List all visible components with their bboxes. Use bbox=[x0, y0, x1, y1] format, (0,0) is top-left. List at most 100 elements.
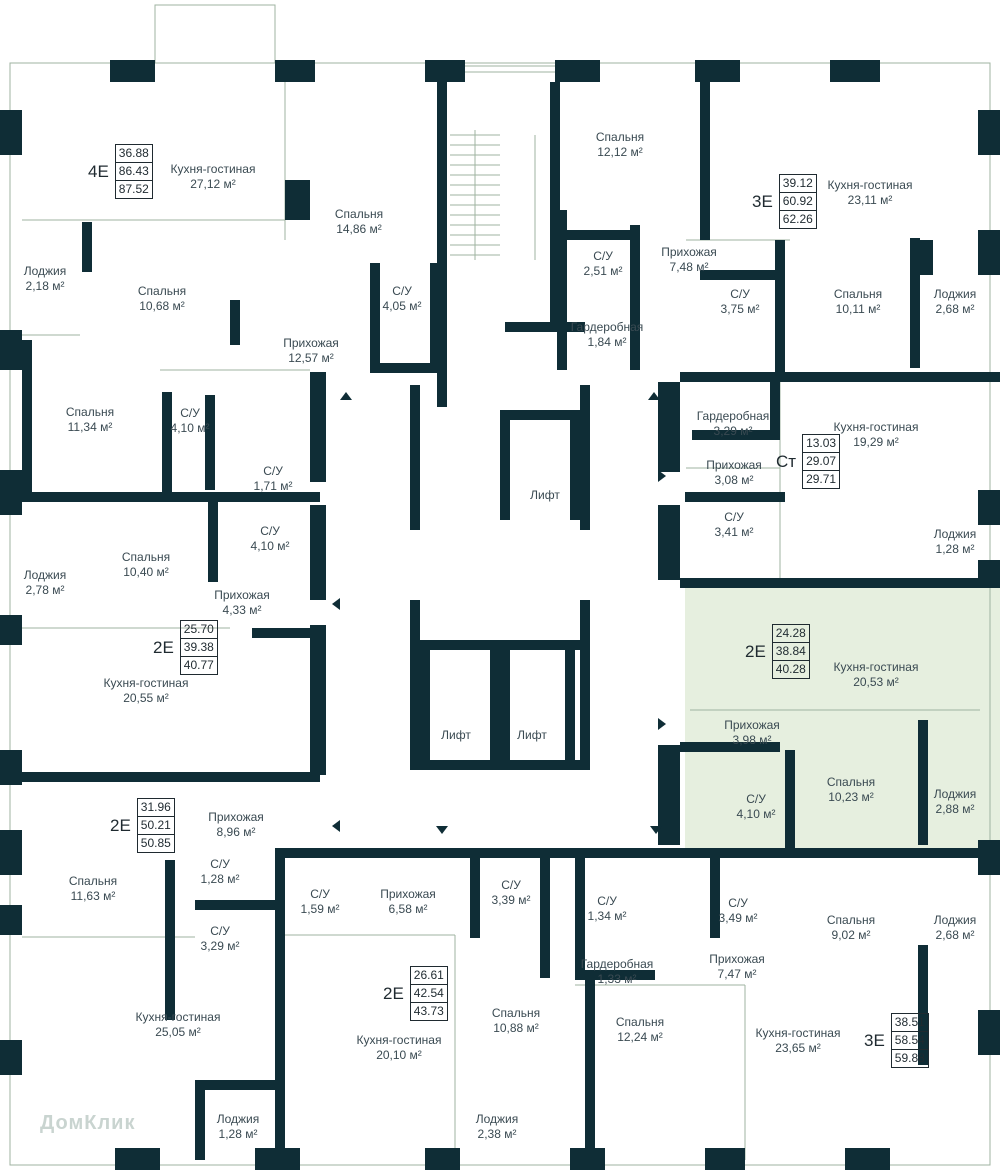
apartment-tag[interactable]: 2E 26.61 42.54 43.73 bbox=[383, 966, 448, 1021]
room-name: С/У bbox=[728, 896, 748, 910]
load-bearing-walls bbox=[0, 60, 1000, 1170]
room-area: 2,51 м² bbox=[583, 264, 623, 278]
room-area: 2,68 м² bbox=[935, 928, 975, 942]
apartment-type: 4E bbox=[88, 161, 109, 181]
apartment-areas: 39.12 60.92 62.26 bbox=[778, 174, 817, 229]
area-with-loggia: 59.88 bbox=[894, 1051, 925, 1065]
apartment-type: 3E bbox=[752, 191, 773, 211]
room-name: Гардеробная bbox=[570, 320, 644, 334]
room-name: Кухня-гостиная bbox=[135, 1010, 221, 1024]
room-name: Кухня-гостиная bbox=[103, 676, 189, 690]
apartment-type: Ст bbox=[776, 451, 797, 471]
room-name: Кухня-гостиная bbox=[170, 162, 256, 176]
room-name: Прихожая bbox=[380, 887, 436, 901]
room-area: 20,10 м² bbox=[376, 1048, 422, 1062]
apartment-areas: 25.70 39.38 40.77 bbox=[179, 620, 218, 675]
room-area: 3,49 м² bbox=[718, 911, 758, 925]
room-area: 27,12 м² bbox=[190, 177, 236, 191]
room-area: 23,65 м² bbox=[775, 1041, 821, 1055]
living-area: 26.61 bbox=[410, 967, 447, 985]
apartment-areas: 24.28 38.84 40.28 bbox=[771, 624, 810, 679]
room-area: 3,08 м² bbox=[714, 473, 754, 487]
living-area: 25.70 bbox=[180, 621, 217, 639]
apartment-tag[interactable]: 3E 39.12 60.92 62.26 bbox=[752, 174, 817, 229]
area-with-loggia: 40.28 bbox=[775, 662, 806, 676]
room-area: 7,48 м² bbox=[669, 260, 709, 274]
room-area: 1,59 м² bbox=[300, 902, 340, 916]
room-name: Спальня bbox=[68, 874, 118, 888]
room-area: 20,55 м² bbox=[123, 691, 169, 705]
room-name: С/У bbox=[597, 894, 617, 908]
room-area: 12,12 м² bbox=[597, 145, 643, 159]
apartment-tag[interactable]: 3E 38.51 58.54 59.88 bbox=[864, 1013, 929, 1068]
facade-outline bbox=[9, 4, 991, 1166]
room-area: 12,24 м² bbox=[617, 1030, 663, 1044]
room-name: Кухня-гостиная bbox=[833, 660, 919, 674]
apartment-tag[interactable]: 4E 36.88 86.43 87.52 bbox=[88, 144, 153, 199]
room-name: Кухня-гостиная bbox=[356, 1033, 442, 1047]
room-area: 2,78 м² bbox=[25, 583, 65, 597]
elevator-label: Лифт bbox=[441, 728, 471, 742]
staircase bbox=[450, 130, 536, 260]
apartment-areas: 26.61 42.54 43.73 bbox=[409, 966, 448, 1021]
living-area: 24.28 bbox=[772, 625, 809, 643]
room-area: 9,02 м² bbox=[831, 928, 871, 942]
apartment-areas: 31.96 50.21 50.85 bbox=[136, 798, 175, 853]
apartment-tag[interactable]: Ст 13.03 29.07 29.71 bbox=[776, 434, 841, 489]
room-area: 4,10 м² bbox=[250, 539, 290, 553]
room-name: С/У bbox=[180, 406, 200, 420]
room-name: Лоджия bbox=[23, 264, 67, 278]
room-name: С/У bbox=[746, 792, 766, 806]
room-name: Спальня bbox=[65, 405, 115, 419]
room-name: Спальня bbox=[137, 284, 187, 298]
room-area: 3,98 м² bbox=[732, 733, 772, 747]
room-name: Гардеробная bbox=[696, 409, 770, 423]
apartment-tag[interactable]: 2E 24.28 38.84 40.28 bbox=[745, 624, 810, 679]
apartment-tag[interactable]: 2E 31.96 50.21 50.85 bbox=[110, 798, 175, 853]
room-name: Гардеробная bbox=[580, 957, 654, 971]
room-name: Кухня-гостиная bbox=[833, 420, 919, 434]
room-area: 1,28 м² bbox=[218, 1127, 258, 1141]
room-area: 25,05 м² bbox=[155, 1025, 201, 1039]
room-area: 10,88 м² bbox=[493, 1021, 539, 1035]
apartment-type: 2E bbox=[383, 983, 404, 1003]
apartment-tag[interactable]: 2E 25.70 39.38 40.77 bbox=[153, 620, 218, 675]
room-name: Прихожая bbox=[661, 245, 717, 259]
apartment-areas: 38.51 58.54 59.88 bbox=[890, 1013, 929, 1068]
room-name: С/У bbox=[724, 510, 744, 524]
apartment-type: 2E bbox=[153, 637, 174, 657]
room-area: 1,71 м² bbox=[253, 479, 293, 493]
room-name: Лоджия bbox=[933, 287, 977, 301]
total-area: 29.07 bbox=[803, 453, 840, 471]
room-area: 8,96 м² bbox=[216, 825, 256, 839]
apartment-areas: 36.88 86.43 87.52 bbox=[114, 144, 153, 199]
room-name: Прихожая bbox=[283, 336, 339, 350]
room-area: 11,34 м² bbox=[67, 420, 113, 434]
